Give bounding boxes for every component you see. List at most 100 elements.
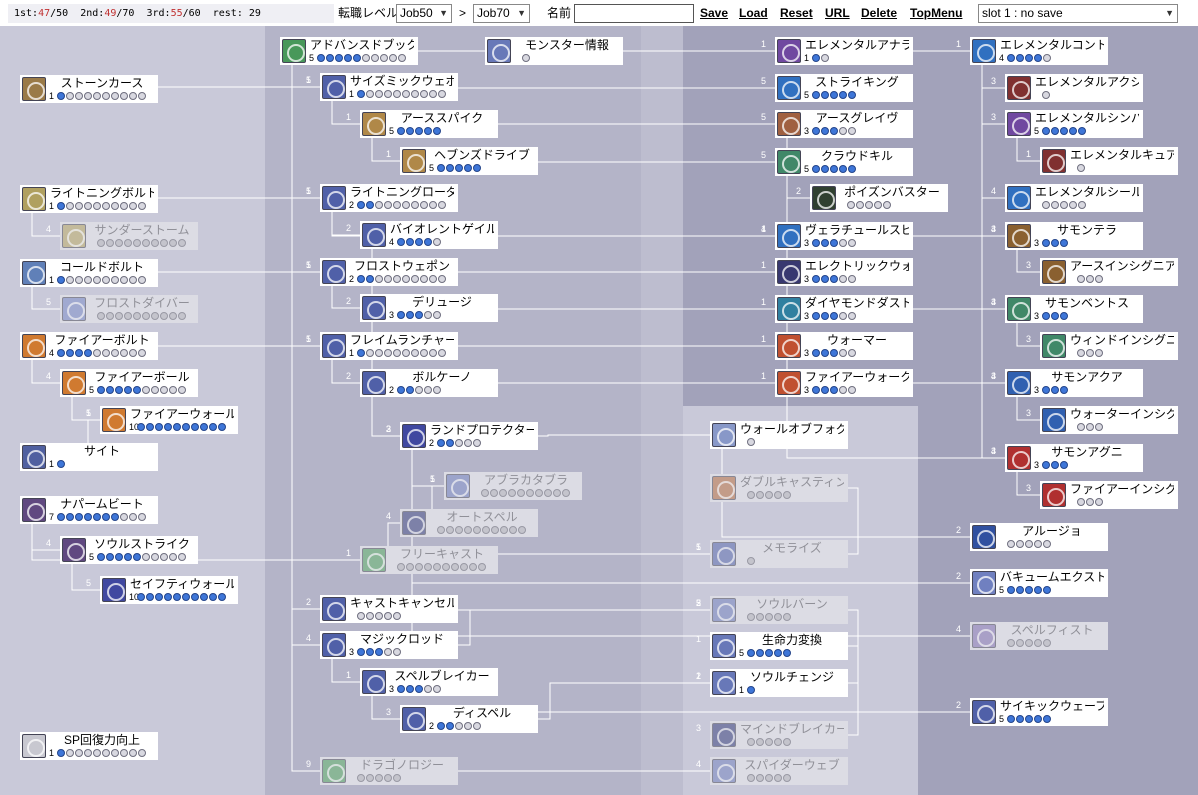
- skill-level-dots[interactable]: [57, 92, 147, 100]
- level-dot[interactable]: [384, 201, 392, 209]
- level-dot[interactable]: [469, 563, 477, 571]
- level-dot[interactable]: [366, 612, 374, 620]
- level-dot[interactable]: [756, 613, 764, 621]
- level-dot[interactable]: [1051, 201, 1059, 209]
- level-dot[interactable]: [182, 423, 190, 431]
- skill-level-dots[interactable]: [137, 423, 227, 431]
- vacuumextreme-icon[interactable]: [972, 571, 996, 595]
- level-dot[interactable]: [133, 553, 141, 561]
- level-dot[interactable]: [111, 276, 119, 284]
- level-dot[interactable]: [375, 612, 383, 620]
- skill-level-dots[interactable]: [747, 738, 792, 746]
- level-dot[interactable]: [375, 774, 383, 782]
- level-dot[interactable]: [138, 92, 146, 100]
- sprecovery-icon[interactable]: [22, 734, 46, 758]
- earthinsignia-icon[interactable]: [1042, 260, 1066, 284]
- heavensdrive-icon[interactable]: [402, 149, 426, 173]
- level-dot[interactable]: [97, 386, 105, 394]
- level-dot[interactable]: [155, 593, 163, 601]
- level-dot[interactable]: [830, 312, 838, 320]
- skill-monsterinfo[interactable]: モンスター情報: [485, 37, 623, 65]
- level-dot[interactable]: [160, 239, 168, 247]
- level-dot[interactable]: [375, 648, 383, 656]
- level-dot[interactable]: [97, 239, 105, 247]
- skill-level-dots[interactable]: [812, 127, 857, 135]
- level-dot[interactable]: [375, 201, 383, 209]
- level-dot[interactable]: [420, 90, 428, 98]
- level-dot[interactable]: [1007, 540, 1015, 548]
- level-dot[interactable]: [1042, 91, 1050, 99]
- level-dot[interactable]: [106, 312, 114, 320]
- skill-level-dots[interactable]: [481, 489, 571, 497]
- level-dot[interactable]: [111, 749, 119, 757]
- skill-thunderstorm[interactable]: サンダーストーム: [60, 222, 198, 250]
- skill-level-dots[interactable]: [747, 491, 792, 499]
- job-level-to-select[interactable]: Job70▼: [473, 4, 530, 23]
- level-dot[interactable]: [1007, 54, 1015, 62]
- coldbolt-icon[interactable]: [22, 261, 46, 285]
- skill-level-dots[interactable]: [1042, 312, 1069, 320]
- thunderstorm-icon[interactable]: [62, 224, 86, 248]
- level-dot[interactable]: [84, 749, 92, 757]
- level-dot[interactable]: [151, 312, 159, 320]
- level-dot[interactable]: [173, 423, 181, 431]
- level-dot[interactable]: [106, 386, 114, 394]
- level-dot[interactable]: [562, 489, 570, 497]
- elementalshield-icon[interactable]: [1007, 186, 1031, 210]
- skill-elementalanalysis[interactable]: エレメンタルアナライシス1: [775, 37, 913, 65]
- level-dot[interactable]: [182, 593, 190, 601]
- level-dot[interactable]: [120, 349, 128, 357]
- arrullo-icon[interactable]: [972, 525, 996, 549]
- level-dot[interactable]: [1043, 586, 1051, 594]
- skill-fireinsignia[interactable]: ファイアーインシグニア: [1040, 481, 1178, 509]
- skill-frostdiver[interactable]: フロストダイバー: [60, 295, 198, 323]
- level-dot[interactable]: [490, 489, 498, 497]
- level-dot[interactable]: [455, 526, 463, 534]
- level-dot[interactable]: [366, 648, 374, 656]
- level-dot[interactable]: [765, 649, 773, 657]
- skill-level-dots[interactable]: [397, 238, 442, 246]
- skill-level-dots[interactable]: [1077, 349, 1104, 357]
- level-dot[interactable]: [102, 92, 110, 100]
- level-dot[interactable]: [393, 349, 401, 357]
- level-dot[interactable]: [747, 557, 755, 565]
- napalmbeat-icon[interactable]: [22, 498, 46, 522]
- level-dot[interactable]: [357, 648, 365, 656]
- level-dot[interactable]: [415, 127, 423, 135]
- skill-castcancel[interactable]: キャストキャンセル: [320, 595, 458, 623]
- level-dot[interactable]: [178, 553, 186, 561]
- level-dot[interactable]: [1042, 461, 1050, 469]
- level-dot[interactable]: [1086, 275, 1094, 283]
- delete-button[interactable]: Delete: [861, 6, 898, 20]
- autospell-icon[interactable]: [402, 511, 426, 535]
- level-dot[interactable]: [84, 276, 92, 284]
- level-dot[interactable]: [200, 423, 208, 431]
- level-dot[interactable]: [424, 127, 432, 135]
- level-dot[interactable]: [146, 423, 154, 431]
- skill-level-dots[interactable]: [57, 276, 147, 284]
- skill-mindbreaker[interactable]: マインドブレイカー: [710, 721, 848, 749]
- level-dot[interactable]: [375, 349, 383, 357]
- skill-autospell[interactable]: オートスペル: [400, 509, 538, 537]
- level-dot[interactable]: [821, 165, 829, 173]
- level-dot[interactable]: [553, 489, 561, 497]
- skill-level-dots[interactable]: [57, 749, 147, 757]
- level-dot[interactable]: [1095, 275, 1103, 283]
- level-dot[interactable]: [747, 649, 755, 657]
- level-dot[interactable]: [124, 239, 132, 247]
- level-dot[interactable]: [1060, 127, 1068, 135]
- level-dot[interactable]: [1086, 423, 1094, 431]
- level-dot[interactable]: [508, 489, 516, 497]
- level-dot[interactable]: [1025, 54, 1033, 62]
- level-dot[interactable]: [411, 201, 419, 209]
- skill-arrullo[interactable]: アルージョ: [970, 523, 1108, 551]
- level-dot[interactable]: [129, 513, 137, 521]
- skill-level-dots[interactable]: [812, 91, 857, 99]
- level-dot[interactable]: [821, 91, 829, 99]
